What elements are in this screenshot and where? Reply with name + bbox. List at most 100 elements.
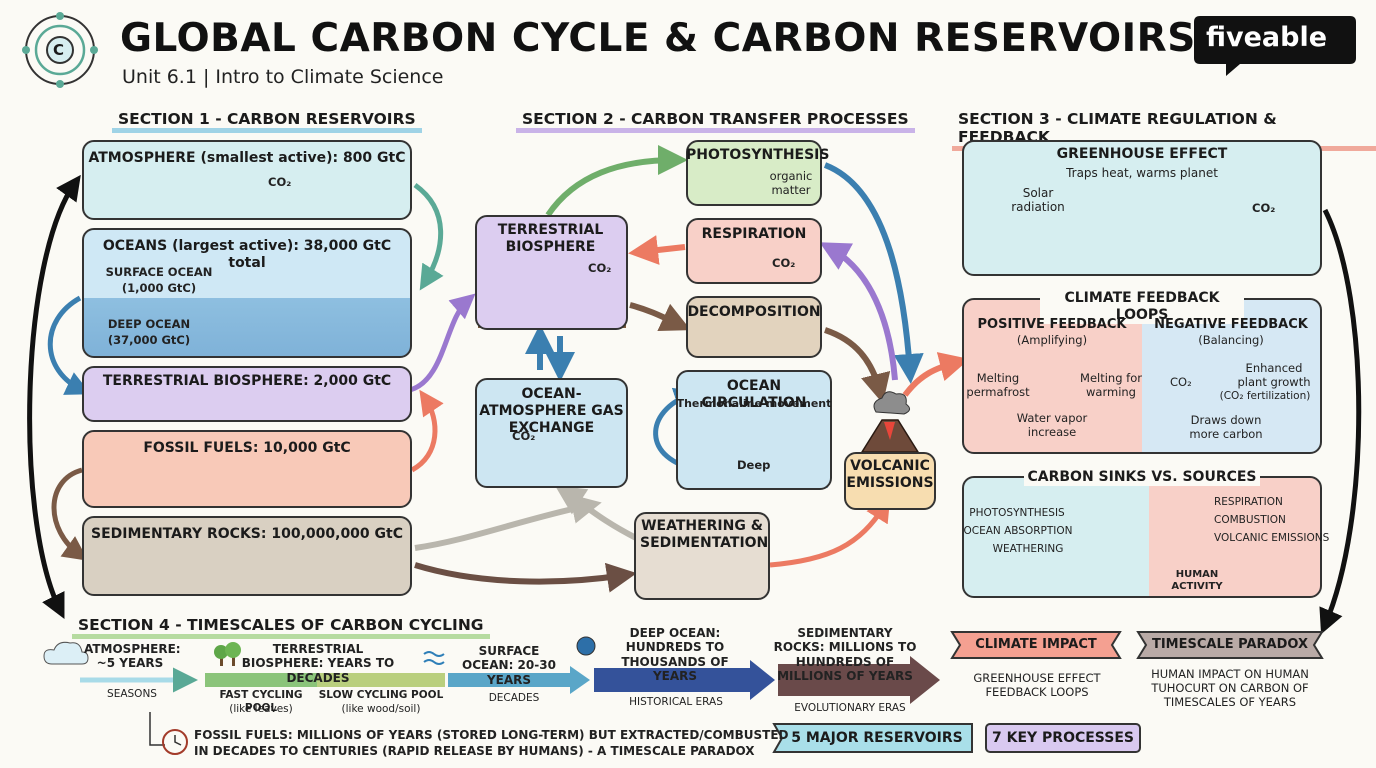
atmosphere-reservoir [82,140,412,220]
climate-impact-label: CLIMATE IMPACT [975,637,1097,652]
deep-ocean-value: (37,000 GtC) [107,333,191,347]
fossil-to-terr-arrow [410,389,444,473]
volcanic-to-respiration-arrow [819,242,898,381]
volcanic-label: VOLCANIC EMISSIONS [846,458,934,491]
greenhouse-co2: CO₂ [1252,201,1276,215]
fossil-fuel-reservoir [82,430,412,508]
carbon-atom-logo-icon [22,12,98,88]
section4-title: SECTION 4 - TIMESCALES OF CARBON CYCLING [72,616,490,639]
timeline-historical: HISTORICAL ERAS [629,696,723,708]
ocean-circulation-process [676,370,832,490]
positive-feedback-label: POSITIVE FEEDBACK [977,317,1127,332]
timescale-paradox-label: TIMESCALE PARADOX [1151,637,1309,652]
timescale-paradox-ribbon [1136,631,1324,659]
negative-feedback-sub: (Balancing) [1198,333,1264,347]
source-volcanic: VOLCANIC EMISSIONS [1214,532,1330,544]
timeline-wave-icon [423,651,445,665]
timeline-decades: DECADES [488,692,540,704]
reservoirs-badge: 5 MAJOR RESERVOIRS [791,730,963,746]
sinks-sources-title: CARBON SINKS VS. SOURCES [1024,469,1260,486]
greenhouse-title: GREENHOUSE EFFECT [1056,146,1228,162]
biosphere-to-decomposition-arrow [629,302,691,331]
respiration-to-biosphere-arrow [628,235,686,265]
sink-weathering: WEATHERING [992,543,1064,555]
source-combustion: COMBUSTION [1214,514,1286,526]
timeline-sed-label: SEDIMENTARY ROCKS: MILLIONS TO HUNDREDS … [773,626,917,684]
clock-icon [162,729,188,755]
atmosphere-label: ATMOSPHERE (smallest active): 800 GtC [88,150,406,166]
timescale-paradox-text: HUMAN IMPACT ON HUMAN TUHOCURT ON CARBON… [1151,667,1309,709]
weathering-label: WEATHERING & SEDIMENTATION [640,518,769,551]
sed-to-gas-arrow [414,494,602,551]
sed-to-weathering-arrow [414,562,637,593]
ocean-reservoir [82,228,412,358]
biosphere-to-photosynthesis-arrow [545,145,688,217]
terrestrial-reservoir [82,366,412,422]
timeline-sed-arrow [778,656,940,704]
draws-down-label: Draws down more carbon [1189,413,1263,441]
respiration-co2: CO₂ [772,256,796,270]
negative-feedback-label: NEGATIVE FEEDBACK [1154,317,1308,332]
feedback-title: CLIMATE FEEDBACK LOOPS [1040,290,1244,324]
fossil-label: FOSSIL FUELS: 10,000 GtC [143,440,351,456]
terrestrial-label: TERRESTRIAL BIOSPHERE: 2,000 GtC [102,373,392,389]
deep-ocean-label: DEEP OCEAN [107,317,191,331]
page-title: GLOBAL CARBON CYCLE & CARBON RESERVOIRS [120,16,1196,61]
timeline-slow: SLOW CYCLING POOL [318,689,444,701]
reservoirs-badge-shape [772,723,973,753]
timeline-terr-bar-green [205,673,317,687]
gas-exchange-label: OCEAN-ATMOSPHERE GAS EXCHANGE [479,386,624,436]
atm-ocean-arrow [413,182,444,291]
melting-warming-label: Melting for warming [1080,371,1142,399]
greenhouse-effect-panel [962,140,1322,276]
fossil-note-line2: IN DECADES TO CENTURIES (RAPID RELEASE B… [194,744,755,758]
decomposition-process [686,296,822,358]
organic-matter-label: organic matter [769,169,813,197]
logo-letter: C [53,41,65,59]
enhanced-growth-label: Enhanced plant growth [1237,361,1311,389]
terr-bio-label: TERRESTRIAL BIOSPHERE [497,222,604,255]
timeline-fast-sub: (like leaves) [229,703,293,715]
photosynthesis-process [686,140,822,206]
timeline-fast: FAST CYCLING POOL [219,689,303,714]
human-activity-label: HUMAN ACTIVITY [1171,569,1223,592]
weathering-to-gas-arrow [554,485,642,543]
ocean-circulation-label: OCEAN CIRCULATION [701,378,807,411]
timeline-deep-label: DEEP OCEAN: HUNDREDS TO THOUSANDS OF YEA… [621,626,729,684]
co2-rise-label: CO₂ [1170,375,1192,389]
ocean-terr-arrow [47,295,92,395]
photosynthesis-to-volcanic-arrow [823,162,924,384]
water-vapor-label: Water vapor increase [1016,411,1088,439]
respiration-process [686,218,822,284]
photosynthesis-label: PHOTOSYNTHESIS [686,147,830,163]
decomposition-label: DECOMPOSITION [687,304,821,320]
timeline-globe-icon [576,636,596,656]
section2-title: SECTION 2 - CARBON TRANSFER PROCESSES [516,110,915,133]
timeline-surface-arrow [448,666,590,694]
gas-exchange-process [475,378,628,488]
processes-badge: 7 KEY PROCESSES [991,730,1134,746]
brand-logo[interactable]: fiveable [1206,22,1328,53]
volcanic-to-section3-arrow [902,352,970,397]
climate-impact-ribbon [950,631,1122,659]
atmosphere-co2: CO₂ [268,175,292,189]
terr-to-biosphere-arrow [409,293,476,393]
gas-exchange-co2: CO₂ [512,429,536,443]
sinks-sources-panel [962,476,1322,598]
section1-title: SECTION 1 - CARBON RESERVOIRS [112,110,422,133]
climate-impact-text: GREENHOUSE EFFECT FEEDBACK LOOPS [973,671,1101,699]
timeline-seasons: SEASONS [107,688,157,700]
timeline-tree-icon [214,642,241,666]
melting-permafrost-label: Melting permafrost [966,371,1030,399]
thermohaline-label: Thermohaline movement [676,397,832,410]
deep-label: Deep [737,458,771,472]
timeline-surface-label: SURFACE OCEAN: 20-30 YEARS [462,644,556,687]
co2-fertilization-label: (CO₂ fertilization) [1219,390,1311,402]
positive-feedback-sub: (Amplifying) [1016,333,1088,347]
source-respiration: RESPIRATION [1214,496,1283,508]
volcanic-emissions-process [844,452,936,510]
timeline-atm-label: ATMOSPHERE: ~5 YEARS [84,642,181,671]
timeline-slow-sub: (like wood/soil) [341,703,421,715]
sedimentary-label: SEDIMENTARY ROCKS: 100,000,000 GtC [90,526,403,542]
oceans-label: OCEANS (largest active): 38,000 GtC tota… [102,238,392,271]
